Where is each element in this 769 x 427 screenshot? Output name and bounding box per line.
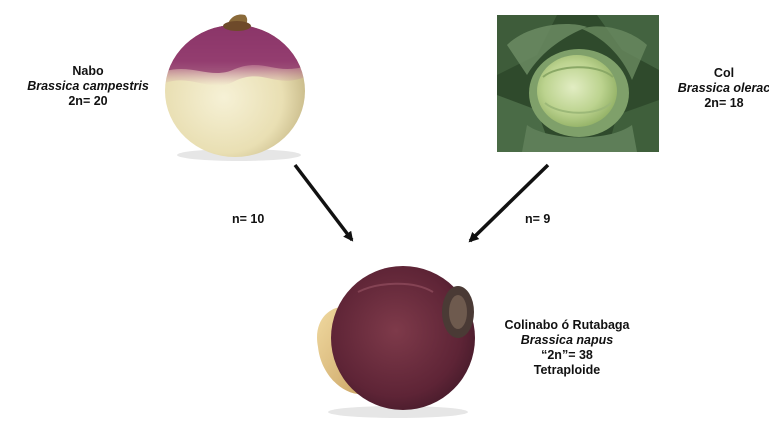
rutabaga-name: Colinabo ó Rutabaga	[482, 318, 652, 333]
rutabaga-label: Colinabo ó Rutabaga Brassica napus “2n”=…	[482, 318, 652, 378]
col-species: Brassica olerac	[664, 81, 769, 96]
rutabaga-ploidy: Tetraploide	[482, 363, 652, 378]
arrow-left	[295, 165, 352, 240]
col-label: Col Brassica olerac 2n= 18	[664, 66, 769, 111]
col-chromosomes: 2n= 18	[664, 96, 769, 111]
nabo-species: Brassica campestris	[8, 79, 168, 94]
col-name: Col	[664, 66, 769, 81]
arrow-right	[470, 165, 548, 241]
gamete-label-left: n= 10	[232, 212, 264, 226]
nabo-name: Nabo	[8, 64, 168, 79]
gamete-label-right: n= 9	[525, 212, 550, 226]
rutabaga-chromosomes: “2n”= 38	[482, 348, 652, 363]
nabo-chromosomes: 2n= 20	[8, 94, 168, 109]
rutabaga-species: Brassica napus	[482, 333, 652, 348]
nabo-label: Nabo Brassica campestris 2n= 20	[8, 64, 168, 109]
